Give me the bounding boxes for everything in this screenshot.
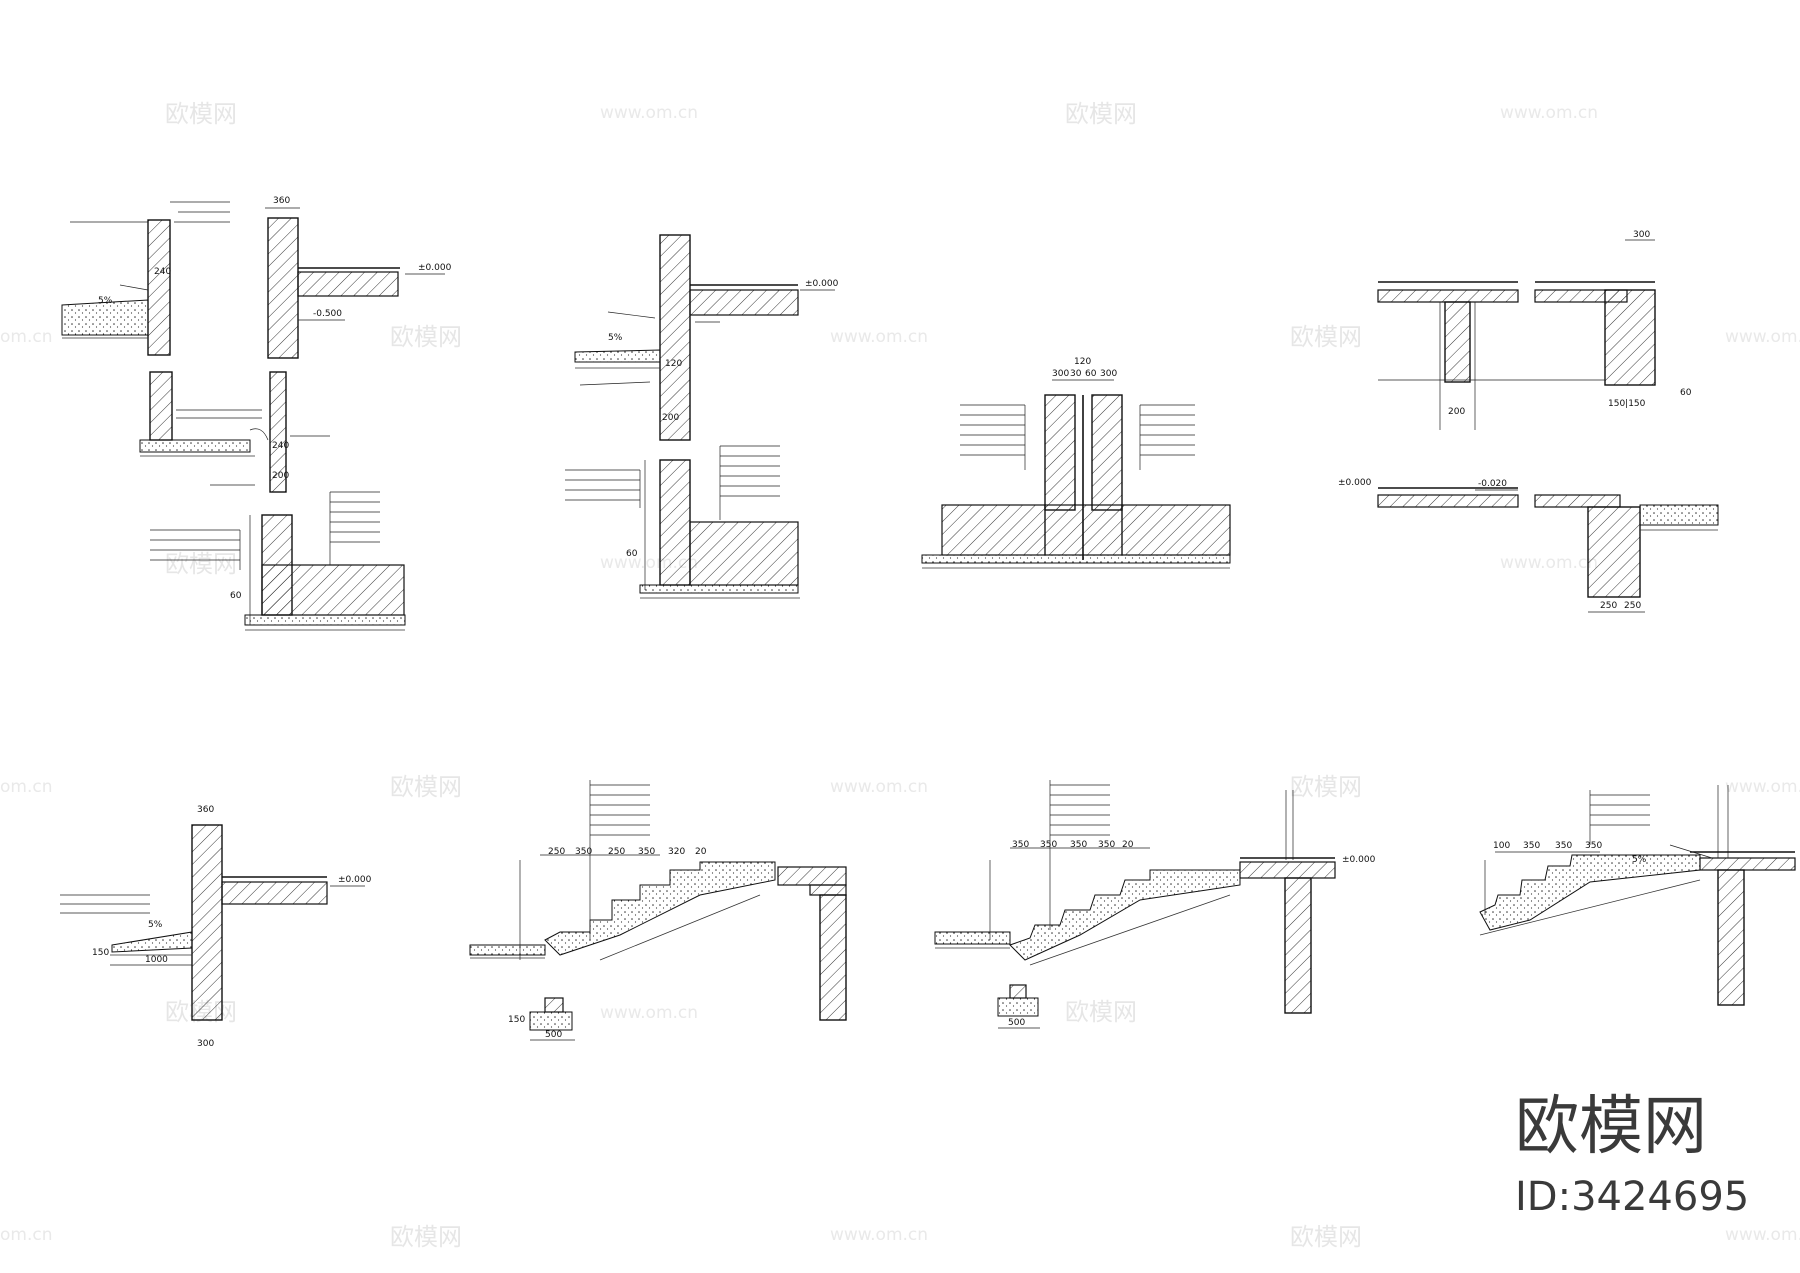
dim-label: 240 <box>154 267 171 277</box>
detail-wall-waterproof-2: ±0.000 5% 120 200 60 <box>565 234 839 599</box>
dim-label: 350 <box>1012 840 1029 850</box>
dim-label: 60 <box>230 591 242 601</box>
watermark-site: www.om.cn <box>830 327 928 347</box>
detail-outdoor-stair-2: ±0.000 500 350 350 350 350 20 <box>934 780 1376 1029</box>
watermark-brand: 欧模网 <box>165 550 237 578</box>
brand-logo-text: 欧模网 <box>1515 1090 1707 1164</box>
elevation-label: ±0.000 <box>418 263 452 273</box>
detail-wall-waterproof-1: 240 5% 360 ±0.000 -0.500 240 200 <box>61 196 452 631</box>
dim-label: 250 <box>1624 601 1641 611</box>
elevation-label: ±0.000 <box>805 279 839 289</box>
watermark-brand: 欧模网 <box>1290 323 1362 351</box>
watermark-brand: 欧模网 <box>1290 773 1362 801</box>
dim-label: 300 <box>197 1039 214 1049</box>
dim-label: 60 <box>1085 369 1097 379</box>
watermark-site: om.cn <box>0 327 53 347</box>
watermark-site: www.om.cn <box>1725 777 1800 797</box>
detail-roof-edge: 300 200 150|150 60 ±0.000 -0.020 250 250 <box>1338 230 1719 613</box>
dim-label: 300 <box>1633 230 1650 240</box>
slope-label: 5% <box>1632 855 1647 865</box>
elevation-label: ±0.000 <box>1342 855 1376 865</box>
dim-label: 120 <box>1074 357 1091 367</box>
watermark-site: www.om.cn <box>600 103 698 123</box>
elevation-label: ±0.000 <box>1338 478 1372 488</box>
watermark-site: www.om.cn <box>1500 103 1598 123</box>
dim-label: 200 <box>662 413 679 423</box>
watermark-brand: 欧模网 <box>1065 100 1137 128</box>
dim-label: 60 <box>626 549 638 559</box>
dim-label: 150 <box>92 948 109 958</box>
detail-outdoor-stair-3: 100 350 350 350 5% <box>1479 785 1796 1006</box>
dim-label: 240 <box>272 441 289 451</box>
slope-label: 5% <box>608 333 623 343</box>
dim-label: 350 <box>1098 840 1115 850</box>
dim-label: 1000 <box>145 955 168 965</box>
dim-label: 350 <box>1585 841 1602 851</box>
dim-label: 350 <box>1555 841 1572 851</box>
watermark-site: www.om.cn <box>1500 553 1598 573</box>
dim-label: 200 <box>1448 407 1465 417</box>
watermark-brand: 欧模网 <box>390 773 462 801</box>
watermark-site: www.om.cn <box>600 1003 698 1023</box>
dim-label: 360 <box>273 196 290 206</box>
watermark-brand: 欧模网 <box>390 323 462 351</box>
watermark-site: www.om.cn <box>830 1225 928 1245</box>
watermark-brand: 欧模网 <box>1290 1223 1362 1251</box>
detail-outdoor-stair-1: 500 150 250 350 250 350 320 20 <box>469 780 847 1041</box>
watermark-brand: 欧模网 <box>165 100 237 128</box>
dim-label: 500 <box>1008 1018 1025 1028</box>
elevation-label: -0.500 <box>313 309 342 319</box>
dim-label: 150 <box>508 1015 525 1025</box>
watermark-site: om.cn <box>0 777 53 797</box>
watermark-site: www.om.cn <box>1725 1225 1800 1245</box>
dim-label: 350 <box>1070 840 1087 850</box>
dim-label: 200 <box>272 471 289 481</box>
watermark-site: om.cn <box>0 1225 53 1245</box>
dim-label: 350 <box>575 847 592 857</box>
dim-label: 250 <box>608 847 625 857</box>
slope-label: 5% <box>98 296 113 306</box>
dim-label: 320 <box>668 847 685 857</box>
dim-label: 120 <box>665 359 682 369</box>
dim-label: 150|150 <box>1608 399 1646 409</box>
dim-label: 250 <box>1600 601 1617 611</box>
dim-label: 300 <box>1052 369 1069 379</box>
slope-label: 5% <box>148 920 163 930</box>
watermark-site: www.om.cn <box>1725 327 1800 347</box>
dim-label: 500 <box>545 1030 562 1040</box>
watermark-brand: 欧模网 <box>1065 998 1137 1026</box>
elevation-label: -0.020 <box>1478 479 1507 489</box>
elevation-label: ±0.000 <box>338 875 372 885</box>
dim-label: 350 <box>1523 841 1540 851</box>
watermark-site: www.om.cn <box>830 777 928 797</box>
watermark-brand: 欧模网 <box>390 1223 462 1251</box>
brand-id-text: ID:3424695 <box>1515 1174 1749 1220</box>
dim-label: 30 <box>1070 369 1082 379</box>
dim-label: 60 <box>1680 388 1692 398</box>
dim-label: 250 <box>548 847 565 857</box>
detail-outdoor-ramp: ±0.000 360 300 1000 5% 150 <box>60 805 372 1049</box>
dim-label: 20 <box>1122 840 1134 850</box>
dim-label: 360 <box>197 805 214 815</box>
detail-deformation-joint: 300 30 60 300 120 <box>921 357 1231 569</box>
dim-label: 100 <box>1493 841 1510 851</box>
dim-label: 20 <box>695 847 707 857</box>
brand-logo: 欧模网 ID:3424695 <box>1515 1090 1749 1220</box>
dim-label: 300 <box>1100 369 1117 379</box>
dim-label: 350 <box>638 847 655 857</box>
dim-label: 350 <box>1040 840 1057 850</box>
